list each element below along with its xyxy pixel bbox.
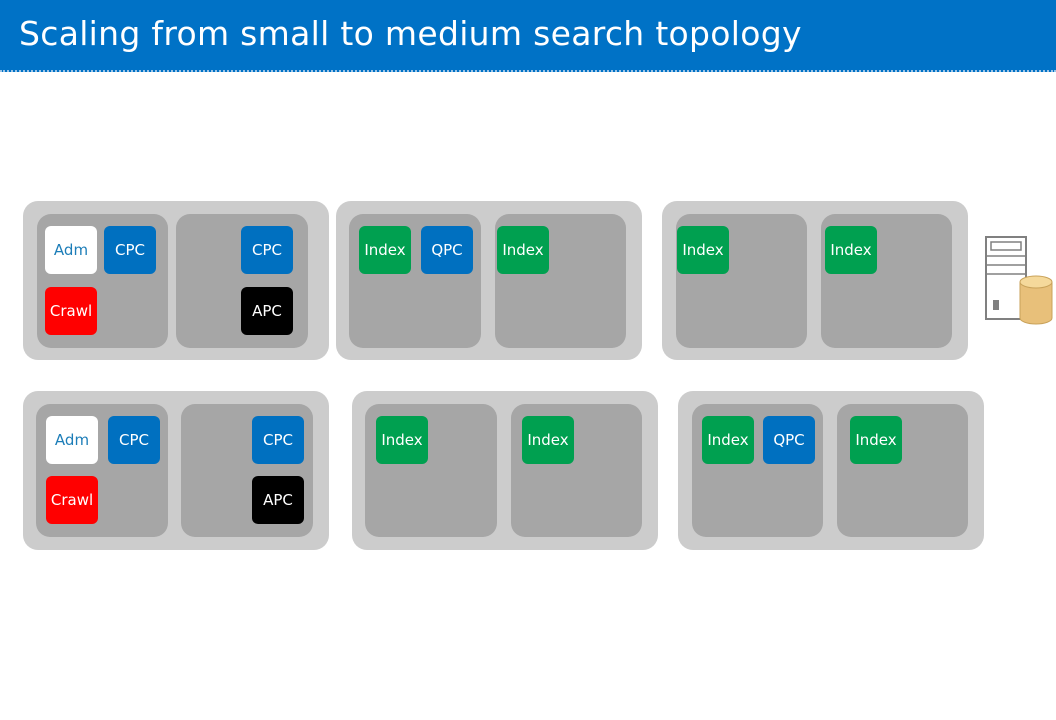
component-cpc: CPC xyxy=(104,226,156,274)
component-crawl: Crawl xyxy=(45,287,97,335)
component-index: Index xyxy=(825,226,877,274)
component-cpc: CPC xyxy=(252,416,304,464)
component-index: Index xyxy=(497,226,549,274)
component-index: Index xyxy=(376,416,428,464)
component-cpc: CPC xyxy=(241,226,293,274)
page-title: Scaling from small to medium search topo… xyxy=(19,14,802,53)
component-cpc: CPC xyxy=(108,416,160,464)
component-apc: APC xyxy=(241,287,293,335)
component-adm: Adm xyxy=(45,226,97,274)
component-index: Index xyxy=(850,416,902,464)
component-index: Index xyxy=(702,416,754,464)
component-crawl: Crawl xyxy=(46,476,98,524)
component-index: Index xyxy=(359,226,411,274)
component-apc: APC xyxy=(252,476,304,524)
component-adm: Adm xyxy=(46,416,98,464)
database-server-icon xyxy=(985,236,1053,325)
component-qpc: QPC xyxy=(763,416,815,464)
title-bar: Scaling from small to medium search topo… xyxy=(0,0,1056,72)
component-index: Index xyxy=(677,226,729,274)
component-qpc: QPC xyxy=(421,226,473,274)
component-index: Index xyxy=(522,416,574,464)
